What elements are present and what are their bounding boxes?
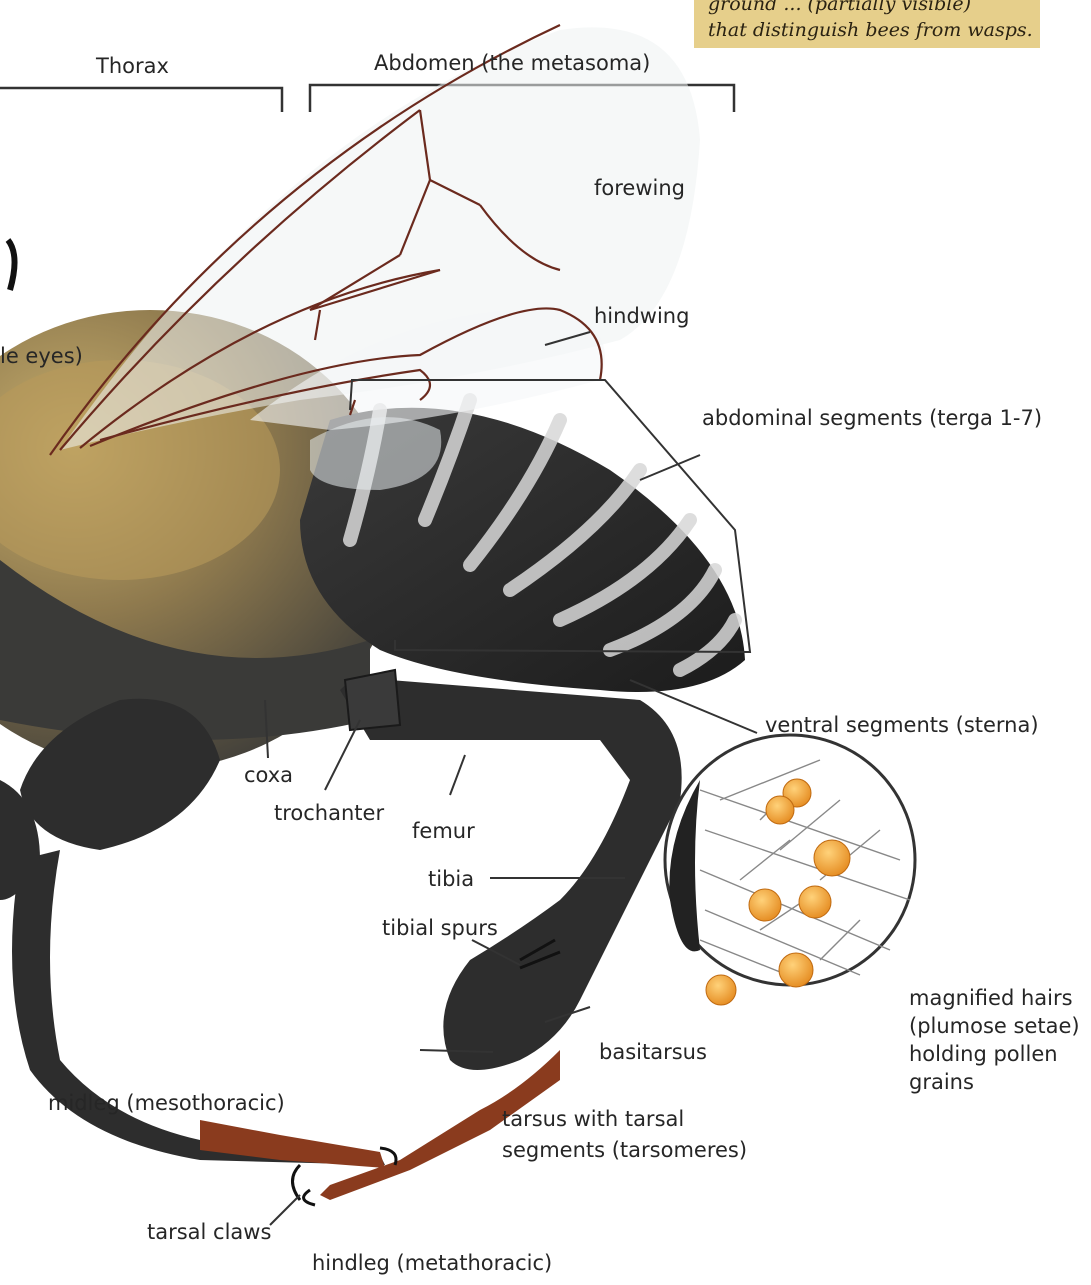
ventral-segments-label: ventral segments (sterna): [765, 712, 1039, 738]
head-edge: [8, 240, 15, 290]
basitarsus-label: basitarsus: [599, 1039, 707, 1065]
hindwing-label: hindwing: [594, 303, 689, 329]
caption-box: ground ... (partially visible) that dist…: [694, 0, 1040, 48]
magnified-label-line4: grains: [909, 1069, 974, 1095]
tarsus-label-line1: tarsus with tarsal: [502, 1106, 684, 1132]
hindleg-label: hindleg (metathoracic): [312, 1250, 552, 1276]
midleg-label: midleg (mesothoracic): [48, 1090, 285, 1116]
thorax-label: Thorax: [96, 53, 169, 79]
mid-leg: [12, 850, 396, 1168]
tibia-label: tibia: [428, 866, 474, 892]
femur-label: femur: [412, 818, 475, 844]
trochanter-label: trochanter: [274, 800, 384, 826]
magnified-hairs-circle: [665, 735, 915, 1005]
abdominal-segments-label: abdominal segments (terga 1-7): [702, 405, 1042, 431]
magnified-label-line2: (plumose setae): [909, 1013, 1080, 1039]
simple-eyes-label: le eyes): [0, 343, 83, 369]
forewing-label: forewing: [594, 175, 685, 201]
magnified-label-line1: magnified hairs: [909, 985, 1073, 1011]
tarsus-label-line2: segments (tarsomeres): [502, 1137, 747, 1163]
abdomen-label: Abdomen (the metasoma): [374, 50, 650, 76]
magnified-label-line3: holding pollen: [909, 1041, 1058, 1067]
wings: [50, 25, 700, 490]
coxa-label: coxa: [244, 762, 293, 788]
tibial-spurs-label: tibial spurs: [382, 915, 498, 941]
thorax-bracket: [0, 88, 282, 112]
tarsal-claws-label: tarsal claws: [147, 1219, 271, 1245]
caption-text: ground ... (partially visible) that dist…: [708, 0, 1038, 43]
